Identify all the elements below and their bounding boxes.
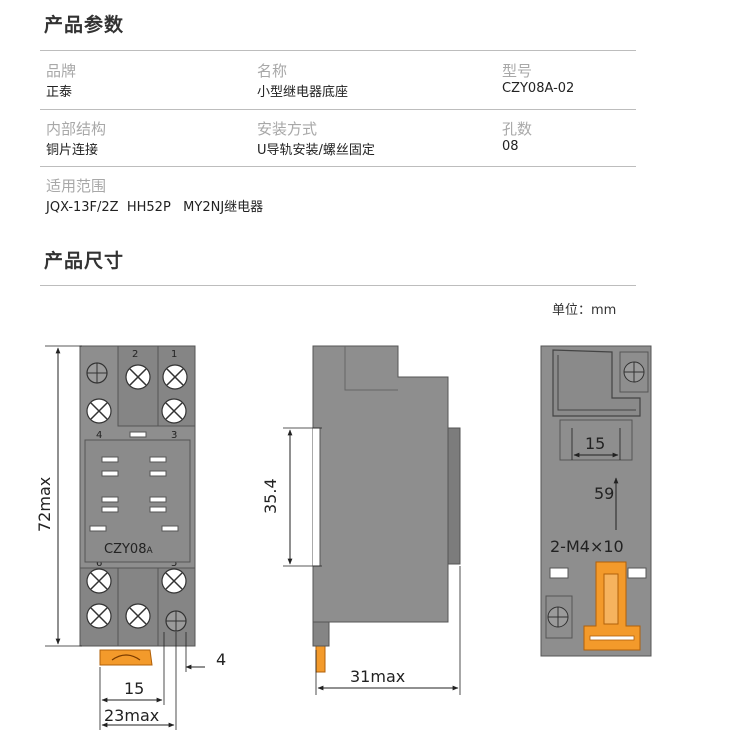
screw-terminal [162, 364, 188, 390]
terminal-label-5: 5 [171, 558, 177, 569]
model-value: CZY08A-02 [502, 81, 575, 96]
screw-terminal [86, 398, 112, 424]
model-label: 型号 [502, 62, 533, 80]
terminal-label-4: 4 [96, 430, 102, 441]
terminal-label-3: 3 [171, 430, 177, 441]
front-offset-dim: 4 [216, 650, 226, 669]
brand-label: 品牌 [46, 62, 77, 80]
front-height-dim: 72max [35, 477, 54, 532]
params-rule-1 [40, 109, 636, 110]
back-view: 15 59 2-M4×10 [540, 345, 652, 657]
side-rail-dim: 35.4 [261, 478, 280, 514]
screw-terminal [161, 568, 187, 594]
terminal-label-6: 6 [96, 558, 102, 569]
install-label: 安装方式 [257, 120, 318, 138]
front-view: 1 2 3 4 5 6 7 8 CZY08A [35, 345, 226, 730]
terminal-label-2: 2 [132, 349, 138, 360]
dims-rule [40, 285, 636, 286]
back-height-dim: 59 [594, 484, 614, 503]
screw-terminal [125, 603, 151, 629]
front-inner-width-dim: 15 [124, 679, 144, 698]
name-label: 名称 [257, 62, 288, 80]
params-top-rule [40, 50, 636, 51]
params-title: 产品参数 [44, 14, 125, 36]
brand-value: 正泰 [46, 85, 73, 100]
install-value: U导轨安装/螺丝固定 [257, 143, 375, 158]
range-label: 适用范围 [46, 177, 107, 195]
range-value: JQX-13F/2Z HH52P MY2NJ继电器 [46, 200, 264, 215]
name-value: 小型继电器底座 [257, 85, 349, 100]
params-rule-2 [40, 166, 636, 167]
front-total-width-dim: 23max [104, 706, 159, 725]
holes-label: 孔数 [502, 120, 533, 138]
front-model-mark: CZY08A [104, 542, 153, 557]
screw-terminal [86, 568, 112, 594]
side-view: 35.4 31max [261, 345, 461, 695]
internal-value: 铜片连接 [46, 143, 99, 158]
holes-value: 08 [502, 139, 519, 154]
back-screws-dim: 2-M4×10 [550, 537, 624, 556]
dims-title: 产品尺寸 [44, 250, 125, 272]
screw-terminal [86, 603, 112, 629]
screw-terminal [125, 364, 151, 390]
internal-label: 内部结构 [46, 120, 107, 138]
unit-label: 单位：mm [552, 303, 617, 318]
side-depth-dim: 31max [350, 667, 405, 686]
screw-terminal [161, 398, 187, 424]
terminal-label-1: 1 [171, 349, 177, 360]
back-spacing-dim: 15 [585, 434, 605, 453]
